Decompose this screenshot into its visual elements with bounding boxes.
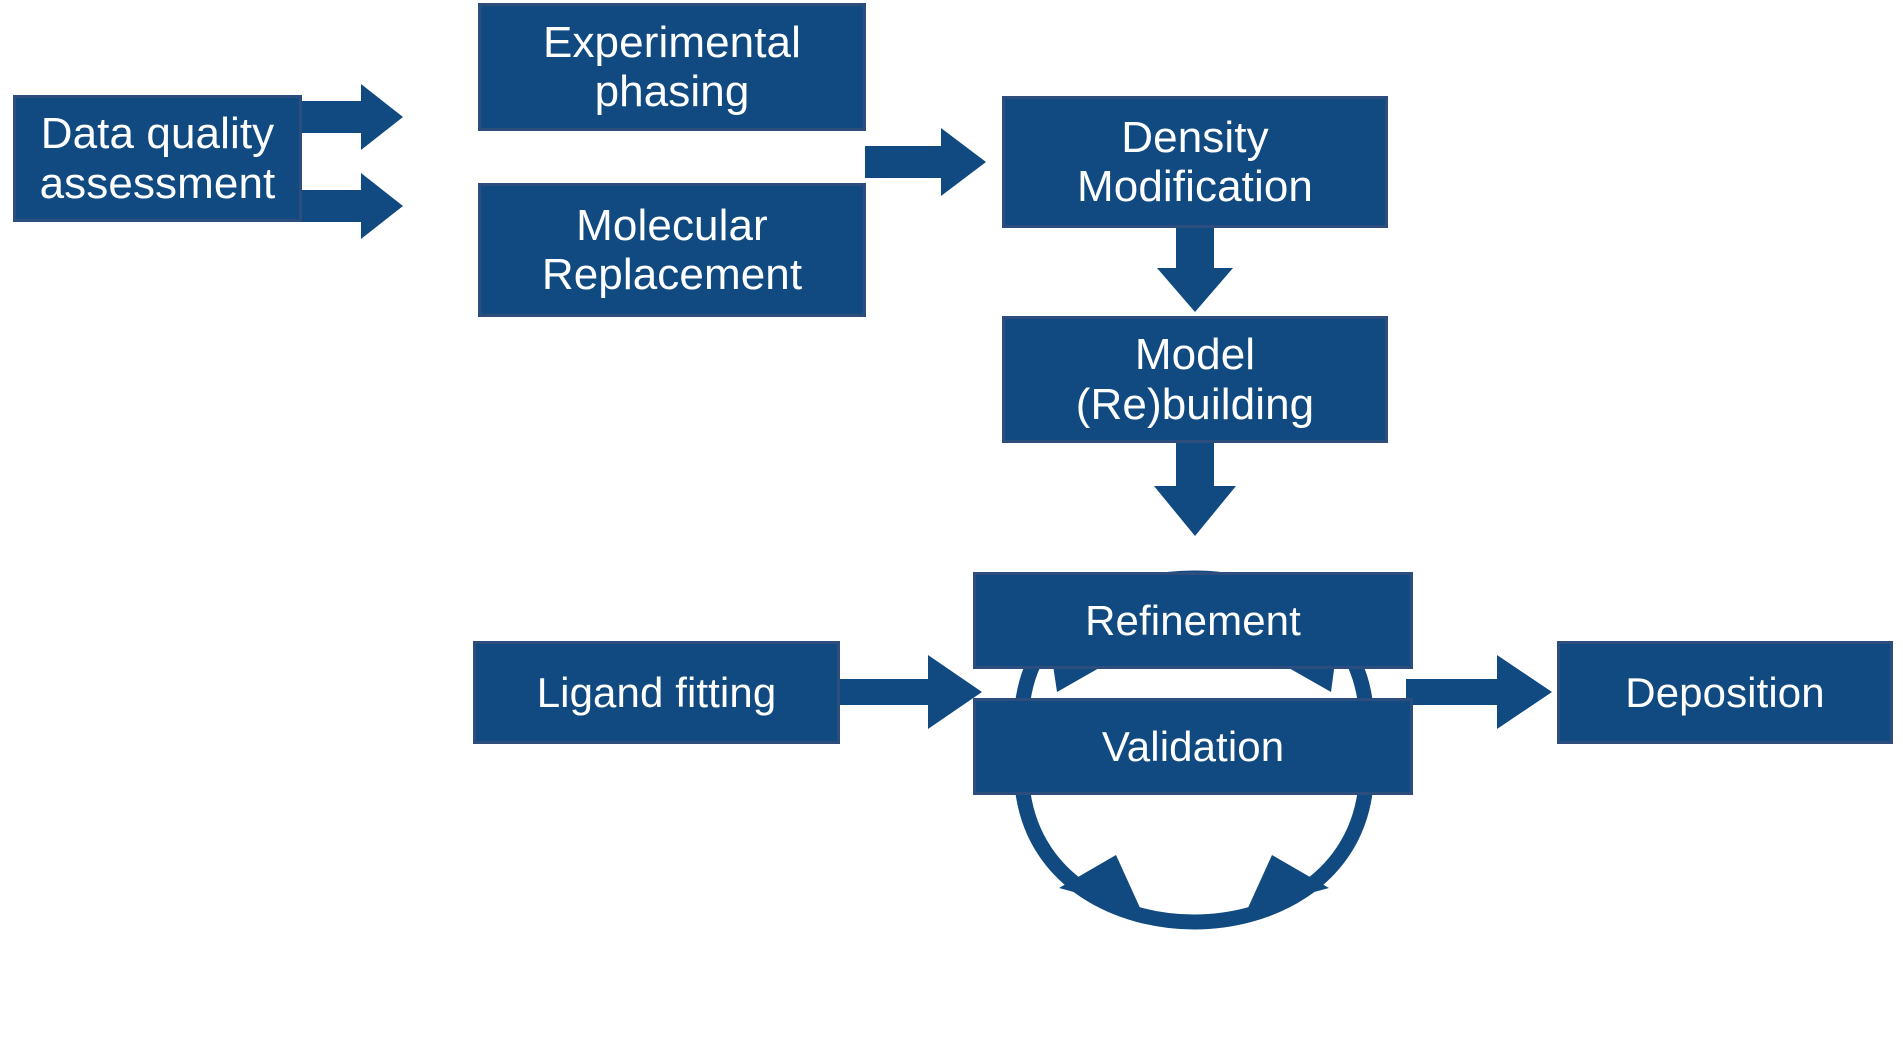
arrow-data-quality-to-experimental-phasing [300,84,403,150]
arrow-cycle-to-deposition [1406,655,1552,729]
node-label-deposition: Deposition [1625,668,1825,716]
node-label-refinement: Refinement [1085,596,1301,644]
node-validation[interactable]: Validation [973,698,1413,795]
node-refinement[interactable]: Refinement [973,572,1413,669]
node-ligand-fitting[interactable]: Ligand fitting [473,641,840,744]
node-label-density-modification: Density Modification [1077,112,1313,211]
node-label-model-rebuilding: Model (Re)building [1075,330,1315,429]
arrow-model-rebuilding-to-cycle [1154,440,1236,536]
node-experimental-phasing[interactable]: Experimental phasing [478,3,866,131]
node-label-ligand-fitting: Ligand fitting [536,668,777,716]
node-label-experimental-phasing: Experimental phasing [543,17,801,116]
cycle-arc-bottom [1015,785,1373,930]
arrow-data-quality-to-molecular-replacement [300,173,403,239]
arrow-ligand-fitting-to-cycle [840,655,982,729]
arrow-phasing-to-density-modification [865,128,986,196]
node-label-data-quality-assessment: Data quality assessment [39,109,276,208]
node-model-rebuilding[interactable]: Model (Re)building [1002,316,1388,443]
node-deposition[interactable]: Deposition [1557,641,1893,744]
node-density-modification[interactable]: Density Modification [1002,96,1388,228]
node-label-molecular-replacement: Molecular Replacement [541,200,803,299]
node-data-quality-assessment[interactable]: Data quality assessment [13,95,302,222]
node-label-validation: Validation [1101,722,1285,770]
arrow-density-modification-to-model-rebuilding [1157,226,1233,312]
node-molecular-replacement[interactable]: Molecular Replacement [478,183,866,317]
